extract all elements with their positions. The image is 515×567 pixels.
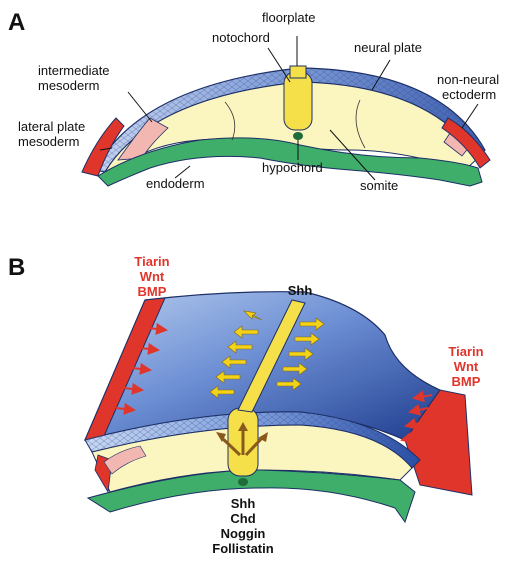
panel-b-letter: B bbox=[8, 254, 25, 281]
right-signal-1: Tiarin bbox=[448, 344, 483, 359]
hypochord bbox=[293, 132, 303, 140]
bottom-signal-1: Shh bbox=[231, 496, 256, 511]
left-signal-2: Wnt bbox=[140, 269, 165, 284]
label-lateral-plate-mesoderm-2: mesoderm bbox=[18, 134, 79, 149]
label-non-neural-ectoderm-2: ectoderm bbox=[442, 87, 496, 102]
left-signal-1: Tiarin bbox=[134, 254, 169, 269]
hypochord-b bbox=[238, 478, 248, 486]
right-signal-3: BMP bbox=[452, 374, 481, 389]
panel-a-letter: A bbox=[8, 9, 25, 36]
bottom-signal-4: Follistatin bbox=[212, 541, 273, 556]
left-signal-3: BMP bbox=[138, 284, 167, 299]
label-non-neural-ectoderm-1: non-neural bbox=[437, 72, 499, 87]
panel-b-3d-embryo bbox=[85, 292, 472, 522]
right-signal-2: Wnt bbox=[454, 359, 479, 374]
label-neural-plate: neural plate bbox=[354, 40, 422, 55]
bottom-signal-3: Noggin bbox=[221, 526, 266, 541]
notochord bbox=[284, 72, 312, 130]
label-endoderm: endoderm bbox=[146, 176, 205, 191]
top-signal-shh: Shh bbox=[288, 283, 313, 298]
floorplate bbox=[290, 66, 306, 78]
label-lateral-plate-mesoderm-1: lateral plate bbox=[18, 119, 85, 134]
label-intermediate-mesoderm-2: mesoderm bbox=[38, 78, 99, 93]
label-somite: somite bbox=[360, 178, 398, 193]
label-hypochord: hypochord bbox=[262, 160, 323, 175]
label-notochord: notochord bbox=[212, 30, 270, 45]
label-floorplate: floorplate bbox=[262, 10, 315, 25]
label-intermediate-mesoderm-1: intermediate bbox=[38, 63, 110, 78]
bottom-signal-2: Chd bbox=[230, 511, 255, 526]
